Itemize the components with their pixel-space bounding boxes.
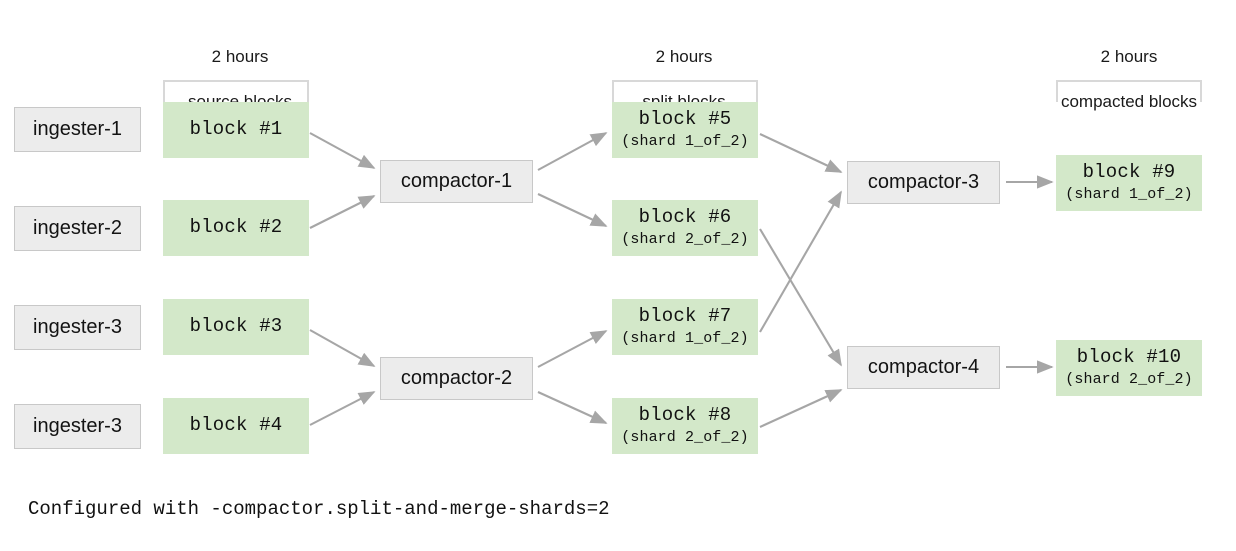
source-block-4-title: block #4: [189, 414, 283, 437]
compactor-label-4: compactor-4: [867, 356, 980, 378]
arrow-block4-to-compactor2: [309, 391, 376, 426]
ingester-label-3: ingester-3: [33, 316, 122, 338]
split-block-6-shard: (shard 2_of_2): [621, 231, 749, 249]
source-blocks-label-line1: 2 hours: [211, 47, 269, 67]
source-block-2[interactable]: block #2: [163, 200, 309, 256]
compacted-block-9[interactable]: block #9 (shard 1_of_2): [1056, 155, 1202, 211]
split-block-7-shard: (shard 1_of_2): [621, 330, 749, 348]
compacted-block-9-shard: (shard 1_of_2): [1065, 186, 1193, 204]
split-block-5-title: block #5: [638, 108, 732, 131]
arrow-compactor2-to-block7: [537, 330, 608, 368]
split-block-7[interactable]: block #7 (shard 1_of_2): [612, 299, 758, 355]
arrow-block1-to-compactor1: [309, 132, 376, 169]
ingester-label-1: ingester-1: [33, 118, 122, 140]
ingester-box-1[interactable]: ingester-1: [14, 107, 141, 152]
split-block-8[interactable]: block #8 (shard 2_of_2): [612, 398, 758, 454]
arrow-block3-to-compactor2: [309, 329, 376, 367]
split-block-8-title: block #8: [638, 404, 732, 427]
arrow-compactor2-to-block8: [537, 391, 608, 424]
source-block-3-title: block #3: [189, 315, 283, 338]
ingester-box-3[interactable]: ingester-3: [14, 305, 141, 350]
ingester-label-4: ingester-3: [33, 415, 122, 437]
compacted-block-9-title: block #9: [1082, 161, 1176, 184]
split-block-8-shard: (shard 2_of_2): [621, 429, 749, 447]
compactor-label-2: compactor-2: [400, 367, 513, 389]
split-block-5-shard: (shard 1_of_2): [621, 133, 749, 151]
split-block-6-title: block #6: [638, 206, 732, 229]
compacted-block-10-title: block #10: [1076, 346, 1182, 369]
split-blocks-bracket: [612, 80, 758, 102]
ingester-box-4[interactable]: ingester-3: [14, 404, 141, 449]
arrow-compactor1-to-block6: [537, 193, 608, 227]
ingester-label-2: ingester-2: [33, 217, 122, 239]
arrow-block8-to-compactor4: [759, 389, 843, 428]
compacted-blocks-label-line1: 2 hours: [1100, 47, 1158, 67]
ingester-box-2[interactable]: ingester-2: [14, 206, 141, 251]
source-block-1-title: block #1: [189, 118, 283, 141]
split-blocks-label-line1: 2 hours: [655, 47, 713, 67]
arrow-compactor1-to-block5: [537, 132, 608, 171]
arrow-block2-to-compactor1: [309, 195, 376, 229]
compacted-block-10[interactable]: block #10 (shard 2_of_2): [1056, 340, 1202, 396]
arrow-block6-to-compactor4: [759, 228, 842, 367]
arrow-block5-to-compactor3: [759, 133, 843, 173]
compactor-box-1[interactable]: compactor-1: [380, 160, 533, 203]
split-block-6[interactable]: block #6 (shard 2_of_2): [612, 200, 758, 256]
configuration-caption: Configured with -compactor.split-and-mer…: [28, 498, 610, 520]
source-block-1[interactable]: block #1: [163, 102, 309, 158]
compactor-label-1: compactor-1: [400, 170, 513, 192]
compactor-box-2[interactable]: compactor-2: [380, 357, 533, 400]
source-block-2-title: block #2: [189, 216, 283, 239]
compacted-blocks-label-line2: compacted blocks: [1060, 92, 1198, 112]
compacted-blocks-group-label: 2 hours compacted blocks: [1029, 24, 1229, 136]
split-block-5[interactable]: block #5 (shard 1_of_2): [612, 102, 758, 158]
compactor-box-4[interactable]: compactor-4: [847, 346, 1000, 389]
source-block-3[interactable]: block #3: [163, 299, 309, 355]
split-block-7-title: block #7: [638, 305, 732, 328]
source-blocks-bracket: [163, 80, 309, 102]
compactor-label-3: compactor-3: [867, 171, 980, 193]
source-block-4[interactable]: block #4: [163, 398, 309, 454]
compacted-block-10-shard: (shard 2_of_2): [1065, 371, 1193, 389]
arrow-block7-to-compactor3: [759, 190, 842, 333]
compacted-blocks-bracket: [1056, 80, 1202, 102]
compactor-box-3[interactable]: compactor-3: [847, 161, 1000, 204]
